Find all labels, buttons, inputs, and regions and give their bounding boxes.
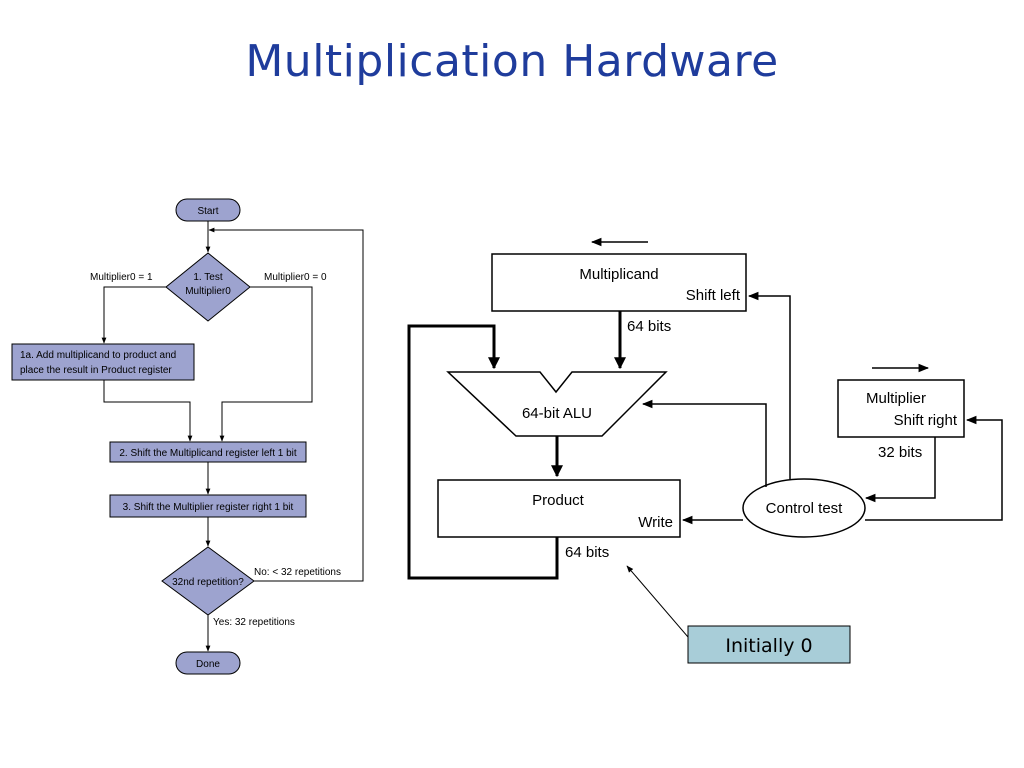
repetition-label: 32nd repetition?	[172, 577, 244, 588]
multiplier-bits-label: 32 bits	[878, 444, 922, 461]
product-register	[437, 479, 681, 538]
test-label-line1: 1. Test	[193, 272, 222, 283]
control-label: Control test	[766, 500, 844, 517]
hardware-diagram: Multiplicand Shift left 64 bits 64-bit A…	[407, 237, 1003, 664]
multiplier-to-control-line	[864, 437, 936, 503]
alu-unit	[446, 371, 668, 437]
multiplicand-label: Multiplicand	[579, 266, 658, 283]
initially-zero-callout	[687, 625, 851, 664]
step-1a-to-step-2-line	[103, 380, 193, 442]
slide-title: Multiplication Hardware	[245, 36, 779, 87]
flowchart: Start 1. Test Multiplier0 Multiplier0 = …	[11, 198, 364, 675]
branch-left-label: Multiplier0 = 1	[90, 272, 153, 283]
done-label: Done	[196, 659, 220, 670]
product-feedback-bus	[407, 324, 559, 580]
step-1a-line1: 1a. Add multiplicand to product and	[20, 350, 176, 361]
product-label: Product	[532, 492, 585, 509]
test-label-line2: Multiplier0	[185, 286, 231, 297]
step-2-label: 2. Shift the Multiplicand register left …	[119, 448, 297, 459]
step-3-label: 3. Shift the Multiplier register right 1…	[123, 502, 294, 513]
product-op-label: Write	[638, 514, 673, 531]
multiplicand-register	[491, 253, 747, 312]
control-test-unit	[742, 478, 866, 538]
yes-label: Yes: 32 repetitions	[213, 617, 295, 628]
done-node	[175, 651, 241, 675]
right-branch-line	[219, 286, 313, 442]
control-to-alu-line	[641, 399, 767, 487]
multiplier-op-label: Shift right	[894, 412, 958, 429]
no-loop-line	[208, 227, 364, 582]
step-1a-box	[11, 343, 195, 381]
control-to-multiplier-line	[865, 415, 1003, 521]
callout-label: Initially 0	[725, 635, 812, 657]
multiplicand-bits-label: 64 bits	[627, 318, 671, 335]
callout-pointer	[626, 565, 689, 638]
multiplier-label: Multiplier	[866, 390, 926, 407]
left-branch-line	[101, 286, 166, 344]
test-multiplier-decision	[165, 252, 251, 322]
branch-right-label: Multiplier0 = 0	[264, 272, 327, 283]
no-label: No: < 32 repetitions	[254, 567, 341, 578]
step-1a-line2: place the result in Product register	[20, 365, 172, 376]
start-label: Start	[197, 206, 218, 217]
multiplicand-op-label: Shift left	[686, 287, 741, 304]
alu-label: 64-bit ALU	[522, 405, 592, 422]
multiplier-register	[837, 379, 965, 438]
control-to-multiplicand-line	[747, 291, 791, 479]
product-bits-label: 64 bits	[565, 544, 609, 561]
